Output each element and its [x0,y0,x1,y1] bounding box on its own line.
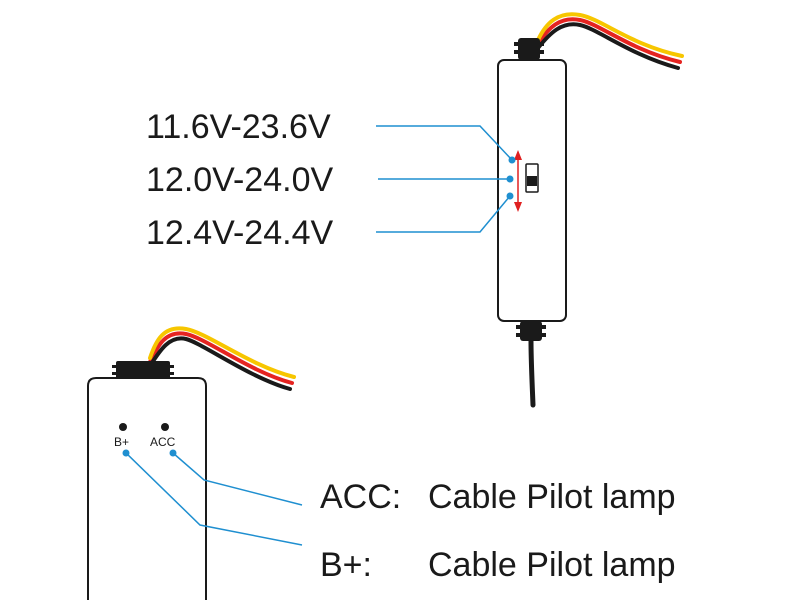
leader-line-option-1 [376,125,513,161]
acc-indicator-label: ACC [150,435,176,449]
legend-b-plus-key: B+: [320,546,372,584]
leader-dot-option-2 [506,175,514,183]
voltage-option-3: 12.4V-24.4V [146,214,333,252]
acc-leader-line [172,452,303,506]
acc-indicator-lamp [161,423,169,431]
switch-direction-arrows [514,150,522,212]
leader-dot-option-1 [508,156,516,164]
indicator-leader-lines [122,449,303,546]
b-plus-indicator-label: B+ [114,435,129,449]
voltage-option-1: 11.6V-23.6V [146,108,331,146]
output-cable [528,338,536,408]
bottom-wire-bundle [148,326,296,391]
leader-line-option-3 [376,195,511,233]
bottom-module: B+ ACC ACC: Cable Pilot lamp B+: Cable P… [87,326,676,600]
legend-b-plus-text: Cable Pilot lamp [428,546,676,584]
voltage-selector-switch[interactable] [525,163,539,193]
b-plus-leader-line [125,452,303,546]
legend-acc-text: Cable Pilot lamp [428,478,676,516]
voltage-option-2: 12.0V-24.0V [146,161,333,199]
bottom-module-body [87,377,207,600]
bottom-module-strain-relief [112,361,174,379]
b-plus-indicator-lamp [119,423,127,431]
top-module: 11.6V-23.6V 12.0V-24.0V 12.4V-24.4V [146,12,684,408]
top-wire-bundle [536,12,684,70]
bottom-strain-relief [516,321,546,341]
voltage-leader-lines [376,125,516,233]
leader-dot-option-3 [506,192,514,200]
top-strain-relief [514,38,544,60]
legend-acc-key: ACC: [320,478,401,516]
